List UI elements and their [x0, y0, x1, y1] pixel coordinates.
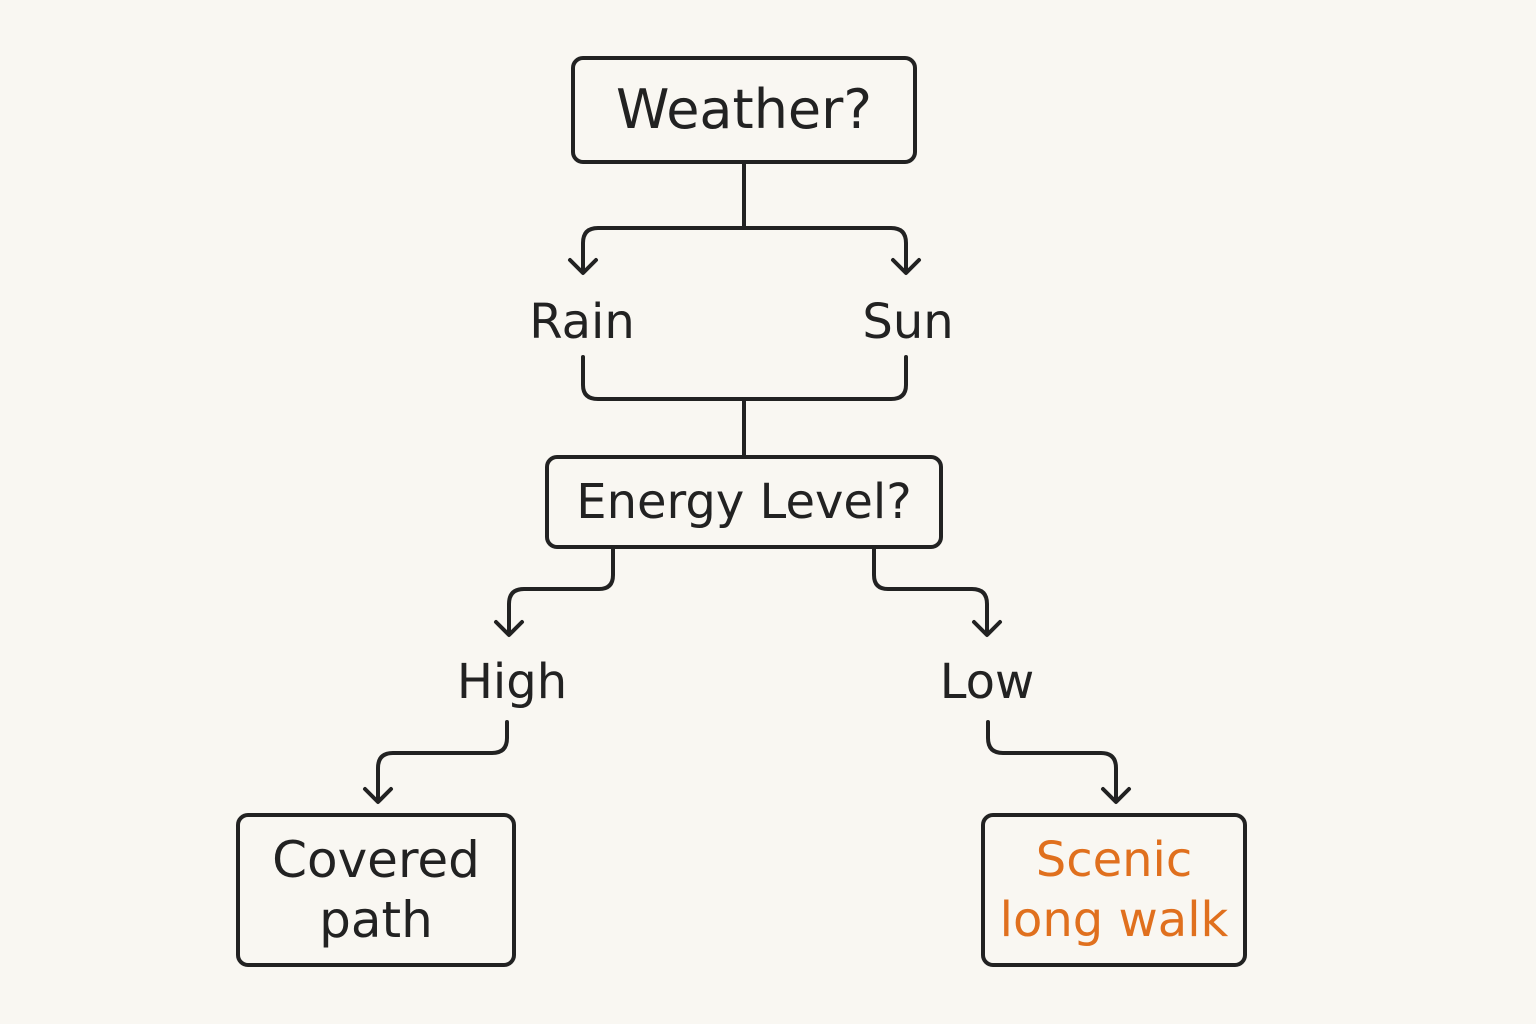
branch-label-sun: Sun	[862, 294, 954, 350]
decision-node-energy-level: Energy Level?	[545, 455, 943, 549]
connector-energy-to-low	[872, 547, 989, 635]
branch-label-rain: Rain	[529, 294, 635, 350]
branch-label-low: Low	[939, 654, 1035, 710]
branch-label-high: High	[456, 654, 568, 710]
outcome-node-scenic-long-walk: Scenic long walk	[981, 813, 1247, 967]
connector-high-to-covered	[376, 720, 509, 802]
decision-node-weather-text: Weather?	[615, 78, 873, 141]
connector-sun-to-merge	[742, 355, 908, 401]
arrowhead-high	[494, 620, 524, 637]
decision-node-weather: Weather?	[571, 56, 917, 164]
connector-rain-to-merge	[581, 355, 746, 401]
connector-energy-to-high	[507, 547, 615, 635]
connector-low-to-scenic	[986, 720, 1118, 802]
arrowhead-scenic	[1101, 787, 1131, 804]
arrowhead-low	[972, 620, 1002, 637]
connector-weather-to-sun	[742, 226, 908, 273]
outcome-node-scenic-long-walk-text: Scenic long walk	[999, 832, 1229, 948]
connector-weather-to-rain	[581, 226, 746, 273]
arrowhead-covered	[363, 787, 393, 804]
outcome-node-covered-path: Covered path	[236, 813, 516, 967]
arrowhead-rain	[568, 258, 598, 275]
decision-node-energy-level-text: Energy Level?	[576, 474, 912, 530]
arrowhead-sun	[891, 258, 921, 275]
outcome-node-covered-path-text: Covered path	[272, 831, 480, 949]
